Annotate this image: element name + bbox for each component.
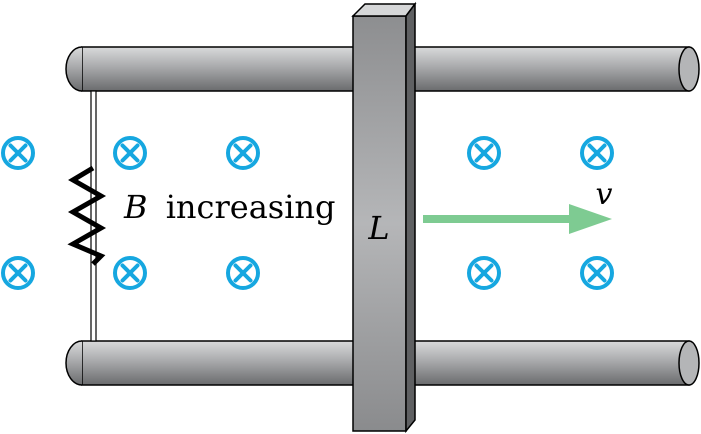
magnetic-field-markers — [1, 136, 614, 290]
velocity-label: v — [596, 177, 613, 212]
field-description: increasing — [166, 188, 336, 226]
field-symbol: B — [123, 188, 148, 226]
into-page-icon — [580, 136, 614, 170]
field-label: B increasing — [123, 188, 336, 226]
resistor-icon — [67, 165, 107, 266]
velocity-arrow — [423, 204, 612, 234]
into-page-icon — [467, 256, 501, 290]
into-page-icon — [113, 136, 147, 170]
into-page-icon — [113, 256, 147, 290]
into-page-icon — [1, 256, 35, 290]
sliding-rod — [351, 1, 417, 434]
into-page-icon — [467, 136, 501, 170]
into-page-icon — [226, 256, 260, 290]
left-wire — [90, 90, 97, 342]
rod-length-label: L — [367, 209, 389, 247]
into-page-icon — [226, 136, 260, 170]
into-page-icon — [1, 136, 35, 170]
into-page-icon — [580, 256, 614, 290]
